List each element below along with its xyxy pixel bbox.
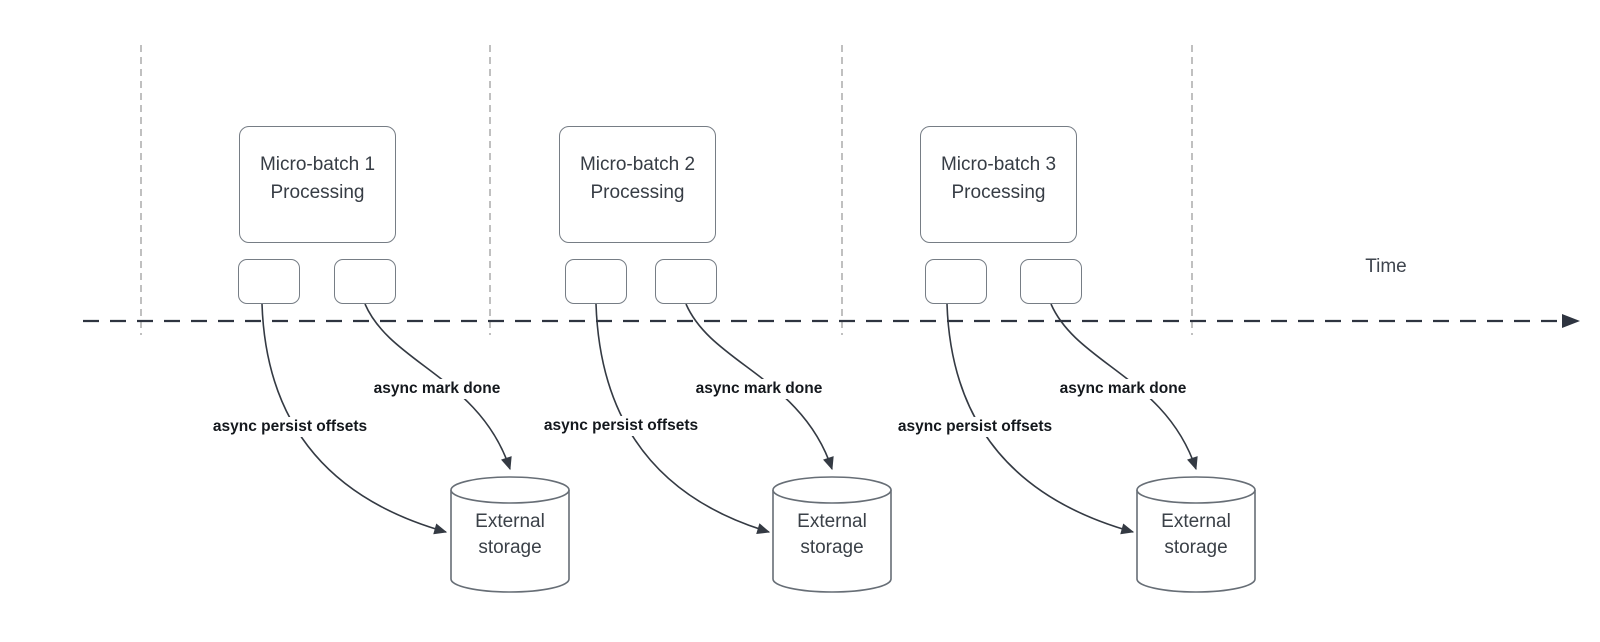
micro-batch-3-box: Micro-batch 3 Processing — [920, 126, 1077, 243]
storage-cylinder-2 — [772, 476, 892, 593]
time-axis — [83, 314, 1580, 328]
storage-label-1-line2: storage — [478, 537, 542, 558]
storage-label-3: External storage — [1136, 509, 1256, 561]
micro-batch-2-task-box-left — [565, 259, 627, 304]
micro-batch-3-title-line1: Micro-batch 3 — [940, 153, 1057, 175]
time-axis-arrowhead-icon — [1562, 314, 1580, 328]
micro-batch-2-task-box-right — [655, 259, 717, 304]
micro-batch-1-task-box-right — [334, 259, 396, 304]
storage-label-3-line2: storage — [1164, 537, 1228, 558]
storage-label-2-line1: External — [797, 511, 867, 532]
storage-cylinder-3 — [1136, 476, 1256, 593]
mark-done-label-3: async mark done — [1055, 379, 1191, 399]
micro-batch-1-title-line2: Processing — [270, 181, 365, 203]
storage-label-1: External storage — [450, 509, 570, 561]
micro-batch-1-box: Micro-batch 1 Processing — [239, 126, 396, 243]
mark-done-arrow-1 — [364, 303, 512, 471]
mark-done-label-2: async mark done — [691, 379, 827, 399]
time-label: Time — [1365, 256, 1407, 277]
persist-offsets-arrow-2 — [595, 303, 771, 535]
storage-label-2: External storage — [772, 509, 892, 561]
vertical-gridlines — [140, 45, 1193, 335]
storage-label-3-line1: External — [1161, 511, 1231, 532]
micro-batch-2-title-line1: Micro-batch 2 — [579, 153, 696, 175]
persist-offsets-label-1: async persist offsets — [208, 417, 372, 437]
persist-offsets-label-2: async persist offsets — [539, 416, 703, 436]
mark-done-arrow-2 — [685, 303, 834, 471]
persist-offsets-arrow-1 — [261, 303, 448, 535]
micro-batch-3-task-box-right — [1020, 259, 1082, 304]
micro-batch-3-task-box-left — [925, 259, 987, 304]
storage-cylinders — [450, 476, 1256, 593]
connector-arrows — [261, 303, 1198, 535]
micro-batch-2-title-line2: Processing — [590, 181, 685, 203]
micro-batch-1-title-line1: Micro-batch 1 — [259, 153, 376, 175]
persist-offsets-arrow-3 — [946, 303, 1135, 535]
storage-cylinder-1 — [450, 476, 570, 593]
mark-done-label-1: async mark done — [369, 379, 505, 399]
micro-batch-1-task-box-left — [238, 259, 300, 304]
micro-batch-2-box: Micro-batch 2 Processing — [559, 126, 716, 243]
storage-label-1-line1: External — [475, 511, 545, 532]
storage-label-2-line2: storage — [800, 537, 864, 558]
persist-offsets-label-3: async persist offsets — [893, 417, 1057, 437]
micro-batch-3-title-line2: Processing — [951, 181, 1046, 203]
mark-done-arrow-3 — [1050, 303, 1198, 471]
